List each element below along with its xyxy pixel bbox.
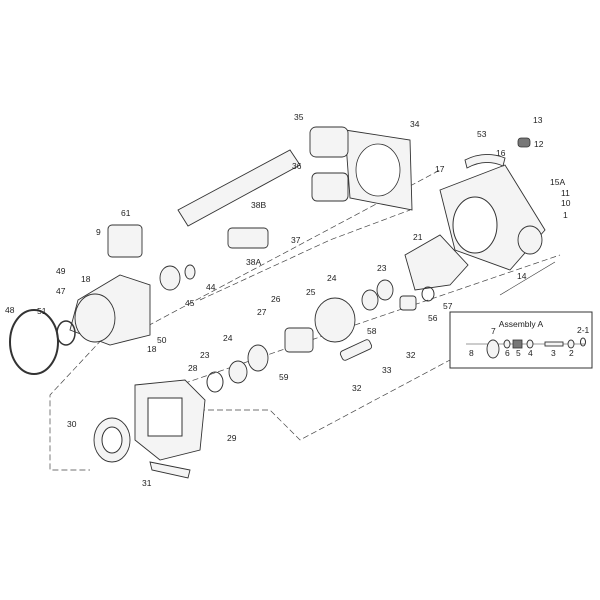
hammer-36	[311, 172, 349, 202]
asm-part-3	[544, 341, 564, 347]
rotor-27	[284, 327, 314, 353]
part-labels: 35 34 13 53 12 36 16 17 15A 11 10 1 38B …	[5, 112, 571, 488]
part-label: 4	[528, 348, 533, 358]
gasket-hole	[355, 143, 401, 197]
part-label: 38B	[251, 200, 266, 210]
part-label: 32	[352, 383, 362, 393]
part-label: 33	[382, 365, 392, 375]
part-label: 49	[56, 266, 66, 276]
part-label: 18	[81, 274, 91, 284]
lever-53	[464, 154, 506, 169]
plate-24b	[247, 344, 269, 372]
part-label: 47	[56, 286, 66, 296]
part-label: 17	[435, 164, 445, 174]
inlet	[517, 225, 543, 255]
part-label: 2	[569, 348, 574, 358]
part-label: 45	[185, 298, 195, 308]
part-label: 44	[206, 282, 216, 292]
assembly-line	[199, 209, 411, 301]
part-label: 16	[496, 148, 506, 158]
part-label: 9	[96, 227, 101, 237]
part-label: 14	[517, 271, 527, 281]
anvil-38a	[227, 227, 269, 249]
part-label: 32	[406, 350, 416, 360]
gasket-21	[404, 234, 469, 291]
part-label: 53	[477, 129, 487, 139]
part-label: 1	[563, 210, 568, 220]
part-label: 38A	[246, 257, 261, 267]
asm-part-4	[526, 339, 534, 349]
anvil-38b	[177, 149, 301, 227]
part-label: 23	[200, 350, 210, 360]
assembly-line	[49, 319, 121, 471]
part-label: 27	[257, 307, 267, 317]
cylinder-25	[314, 297, 356, 343]
ring-28	[206, 371, 224, 393]
part-label: 21	[413, 232, 423, 242]
part-label: 51	[37, 306, 47, 316]
housing-bore	[452, 196, 498, 254]
part-label: 12	[534, 139, 544, 149]
part-label: 34	[410, 119, 420, 129]
part-label: 57	[443, 301, 453, 311]
plate-24	[361, 289, 379, 311]
ring-51	[56, 320, 76, 346]
washer-44	[184, 264, 196, 280]
assembly-line	[190, 359, 451, 441]
assembly-line	[149, 254, 561, 396]
part-label: 25	[306, 287, 316, 297]
part-label: 28	[188, 363, 198, 373]
part-label: 10	[561, 198, 571, 208]
part-label: 5	[516, 348, 521, 358]
asm-part-2-1	[580, 337, 586, 347]
asm-part-7	[486, 339, 500, 359]
bushing-45	[159, 265, 181, 291]
part-label: 26	[271, 294, 281, 304]
assembly-a-title: Assembly A	[499, 319, 544, 329]
bushing-56	[399, 295, 417, 311]
part-label: 58	[367, 326, 377, 336]
part-label: 37	[291, 235, 301, 245]
bracket-31	[149, 461, 191, 479]
bore-47	[74, 293, 116, 343]
part-label: 23	[377, 263, 387, 273]
part-label: 8	[469, 348, 474, 358]
hammer-35	[309, 126, 349, 158]
part-label: 3	[551, 348, 556, 358]
bearing-23	[376, 279, 394, 301]
part-label: 18	[147, 344, 157, 354]
asm-part-6	[503, 339, 511, 349]
part-label: 35	[294, 112, 304, 122]
part-label: 31	[142, 478, 152, 488]
part-label: 29	[227, 433, 237, 443]
cover-61	[107, 224, 143, 258]
valve-33	[339, 339, 373, 361]
part-label: 7	[491, 326, 496, 336]
part-label: 6	[505, 348, 510, 358]
housing-29-opening	[147, 397, 183, 437]
cap-13	[517, 137, 531, 148]
part-label: 13	[533, 115, 543, 125]
bearing-23b	[228, 360, 248, 384]
part-label: 2-1	[577, 325, 590, 335]
seal-30-hole	[101, 426, 123, 454]
part-label: 24	[327, 273, 337, 283]
part-label: 50	[157, 335, 167, 345]
asm-part-5	[512, 339, 523, 349]
part-label: 11	[561, 188, 570, 198]
part-label: 36	[292, 161, 302, 171]
part-label: 59	[279, 372, 289, 382]
asm-part-2	[567, 339, 575, 349]
part-label: 30	[67, 419, 77, 429]
part-label: 24	[223, 333, 233, 343]
assembly-a-leader	[499, 261, 556, 296]
part-label: 15A	[550, 177, 565, 187]
part-label: 48	[5, 305, 15, 315]
ring-57	[421, 286, 435, 302]
ring-48	[9, 309, 59, 375]
part-label: 61	[121, 208, 131, 218]
part-label: 56	[428, 313, 438, 323]
